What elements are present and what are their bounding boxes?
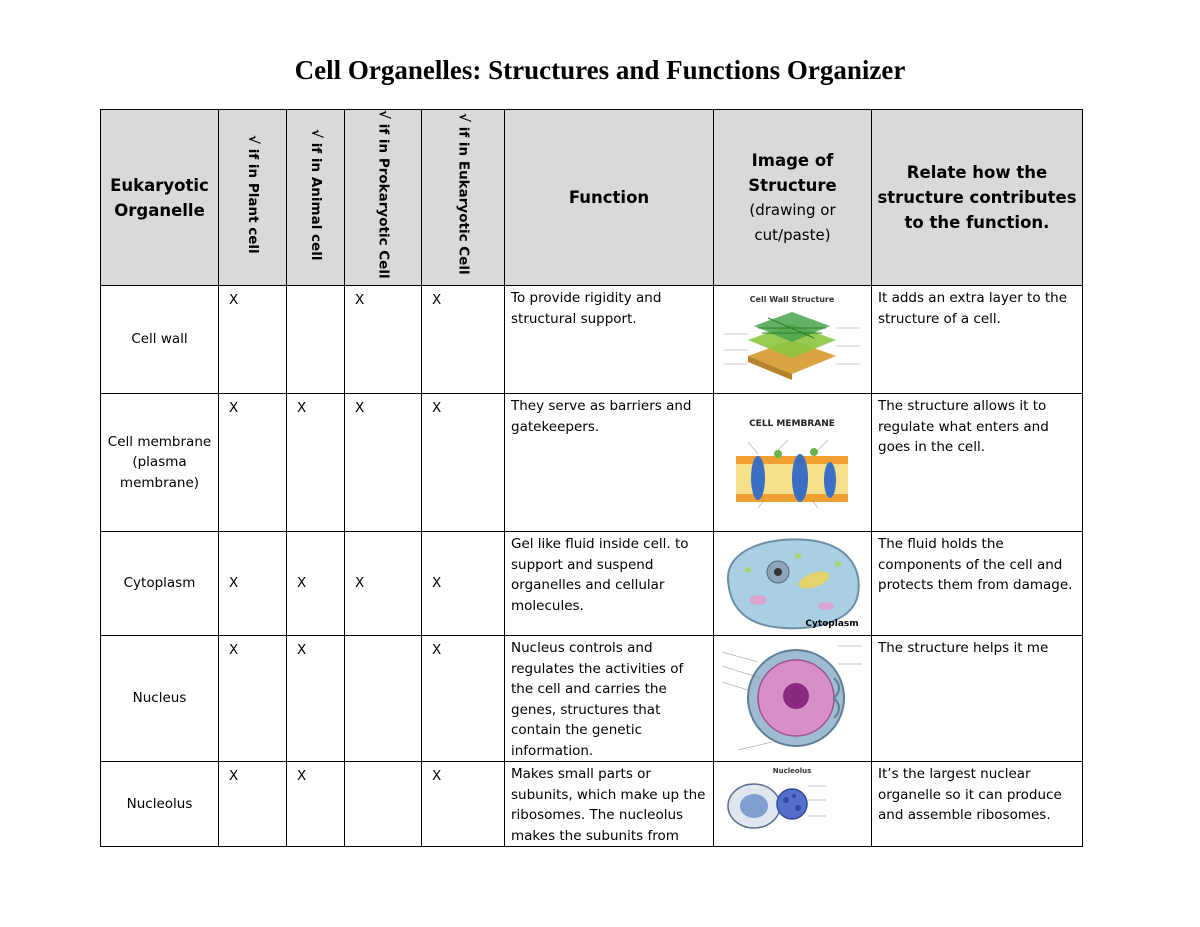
table-row: Cell membrane (plasma membrane) X X X X …	[100, 393, 1083, 533]
prokaryotic-mark: X	[344, 531, 422, 637]
animal-mark: X	[286, 635, 345, 763]
function-text: To provide rigidity and structural suppo…	[504, 285, 714, 395]
organelle-name: Cell membrane (plasma membrane)	[100, 393, 219, 533]
image-caption: Cell Wall Structure	[750, 295, 835, 304]
plant-mark: X	[218, 285, 287, 395]
cell-membrane-image: CELL MEMBRANE	[713, 393, 872, 533]
organelle-name: Cell wall	[100, 285, 219, 395]
header-image-main: Image of Structure	[748, 150, 837, 195]
image-caption: Nucleolus	[773, 767, 812, 775]
prokaryotic-mark: X	[344, 285, 422, 395]
header-plant-label: √ if in Plant cell	[245, 134, 261, 254]
organelle-name: Nucleus	[100, 635, 219, 763]
image-caption: Cytoplasm	[805, 619, 858, 629]
relate-text: The structure helps it me	[871, 635, 1083, 763]
eukaryotic-mark: X	[421, 761, 505, 848]
header-function: Function	[504, 108, 714, 287]
function-text: Makes small parts or subunits, which mak…	[504, 761, 714, 848]
plant-mark: X	[218, 635, 287, 763]
table-row: Cell wall X X X To provide rigidity and …	[100, 285, 1083, 395]
header-organelle: Eukaryotic Organelle	[100, 108, 219, 287]
function-text: Nucleus controls and regulates the activ…	[504, 635, 714, 763]
header-animal-label: √ if in Animal cell	[308, 128, 324, 261]
eukaryotic-mark: X	[421, 531, 505, 637]
cell-wall-image: Cell Wall Structure	[713, 285, 872, 395]
table-row: Nucleus X X X Nucleus controls and regul…	[100, 635, 1083, 763]
table-row: Cytoplasm X X X X Gel like fluid inside …	[100, 531, 1083, 637]
animal-mark: X	[286, 761, 345, 848]
header-eukaryotic-label: √ if in Eukaryotic Cell	[455, 113, 472, 276]
animal-mark: X	[286, 393, 345, 533]
header-row: Eukaryotic Organelle √ if in Plant cell …	[100, 108, 1083, 287]
prokaryotic-mark	[344, 635, 422, 763]
prokaryotic-mark	[344, 761, 422, 848]
nucleus-image	[713, 635, 872, 763]
page-title: Cell Organelles: Structures and Function…	[294, 55, 906, 85]
header-plant: √ if in Plant cell	[218, 108, 287, 287]
organizer-table: Eukaryotic Organelle √ if in Plant cell …	[100, 108, 1083, 848]
relate-text: It’s the largest nuclear organelle so it…	[871, 761, 1083, 848]
function-text: They serve as barriers and gatekeepers.	[504, 393, 714, 533]
header-image: Image of Structure (drawing or cut/paste…	[713, 108, 872, 287]
animal-mark: X	[286, 531, 345, 637]
header-animal: √ if in Animal cell	[286, 108, 345, 287]
header-prokaryotic-label: √ if in Prokaryotic Cell	[375, 110, 392, 279]
eukaryotic-mark: X	[421, 635, 505, 763]
plant-mark: X	[218, 531, 287, 637]
organelle-name: Cytoplasm	[100, 531, 219, 637]
relate-text: The structure allows it to regulate what…	[871, 393, 1083, 533]
animal-mark	[286, 285, 345, 395]
relate-text: It adds an extra layer to the structure …	[871, 285, 1083, 395]
header-prokaryotic: √ if in Prokaryotic Cell	[344, 108, 422, 287]
plant-mark: X	[218, 393, 287, 533]
header-image-sub: (drawing or cut/paste)	[749, 200, 836, 244]
eukaryotic-mark: X	[421, 285, 505, 395]
plant-mark: X	[218, 761, 287, 848]
cytoplasm-image: Cytoplasm	[713, 531, 872, 637]
relate-text: The fluid holds the components of the ce…	[871, 531, 1083, 637]
eukaryotic-mark: X	[421, 393, 505, 533]
header-relate: Relate how the structure contributes to …	[871, 108, 1083, 287]
table-row: Nucleolus X X X Makes small parts or sub…	[100, 761, 1083, 848]
function-text: Gel like fluid inside cell. to support a…	[504, 531, 714, 637]
prokaryotic-mark: X	[344, 393, 422, 533]
nucleolus-image: Nucleolus	[713, 761, 872, 848]
header-eukaryotic: √ if in Eukaryotic Cell	[421, 108, 505, 287]
organelle-name: Nucleolus	[100, 761, 219, 848]
image-caption: CELL MEMBRANE	[749, 419, 835, 429]
